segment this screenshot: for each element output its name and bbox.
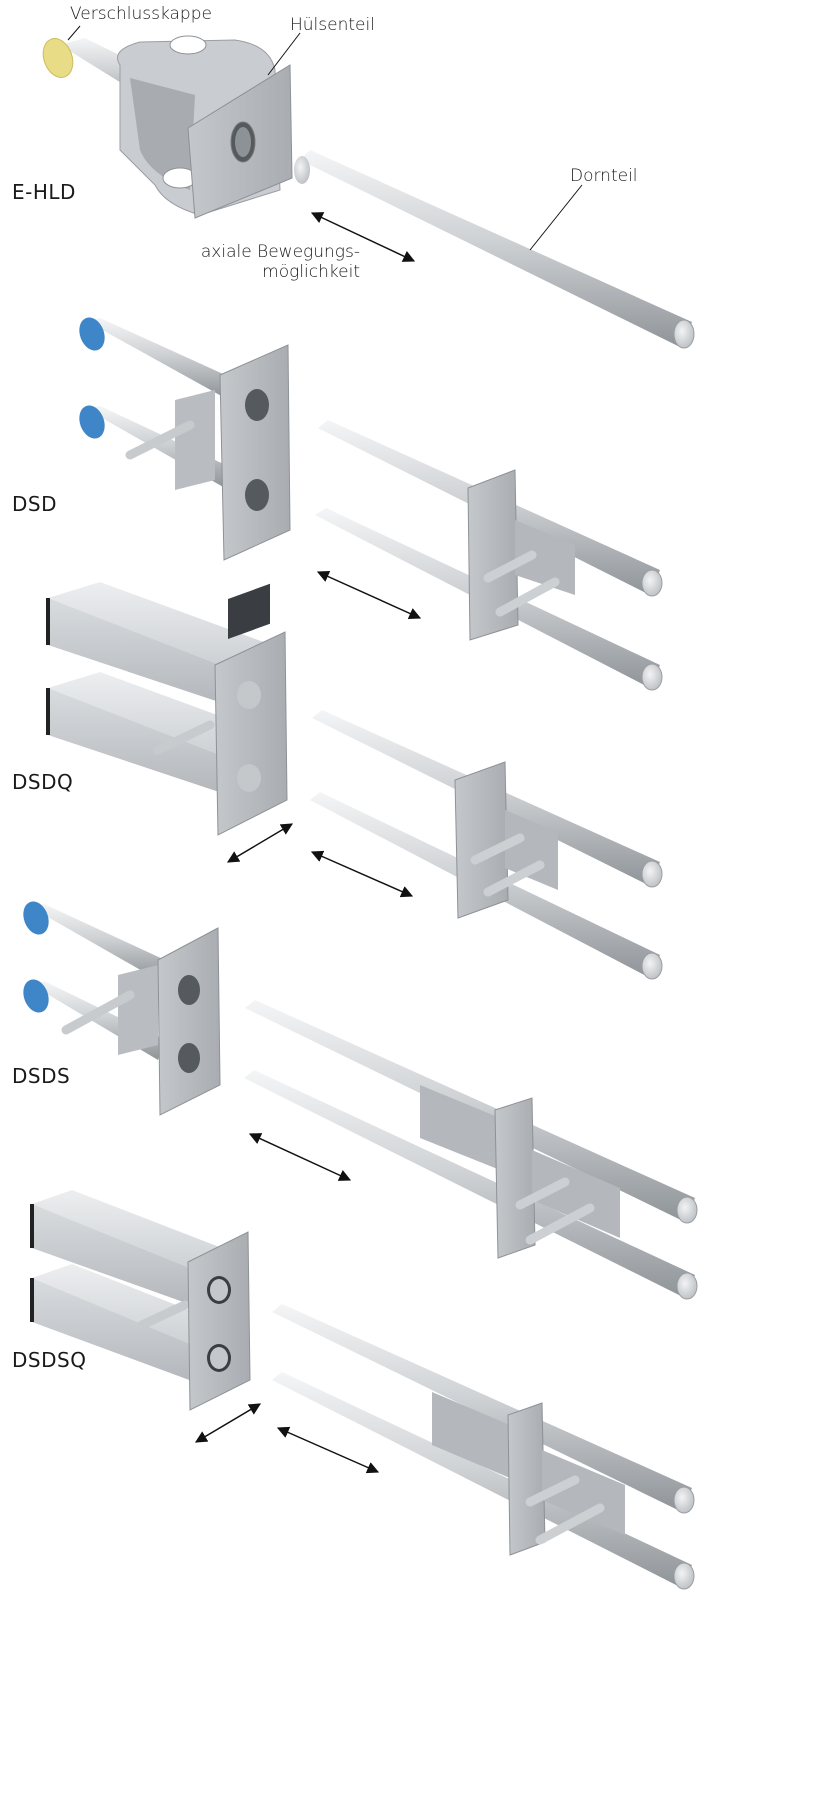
dsdq-dowel-part (310, 710, 663, 980)
ehld-movement-arrow (310, 212, 416, 262)
dsdq-movement-arrow (310, 850, 414, 898)
ehld-dowel (294, 150, 695, 349)
dsds-movement-arrow (248, 1133, 352, 1181)
dsdq-lateral-arrow (226, 823, 294, 863)
dsds-assembly (23, 901, 698, 1300)
dsdsq-sleeve-part (30, 1190, 251, 1411)
ehld-cap (42, 38, 74, 78)
dsdsq-lateral-arrow (194, 1403, 262, 1443)
dsd-movement-arrow (316, 570, 422, 620)
product-label-dsds: DSDS (12, 1064, 71, 1088)
ehld-assembly (42, 25, 695, 349)
cap-leader (67, 25, 81, 41)
dsdsq-movement-arrow (276, 1426, 380, 1474)
dsdq-sleeve-part (46, 582, 288, 836)
ehld-flange (187, 64, 293, 219)
dsds-sleeve-part (23, 901, 221, 1116)
dsdq-opening-top (228, 583, 270, 640)
label-dowel: Dornteil (570, 166, 638, 186)
product-label-dsdq: DSDQ (12, 770, 74, 794)
product-label-dsdsq: DSDSQ (12, 1348, 87, 1372)
dsdsq-assembly (30, 1190, 695, 1590)
dsd-cap-top (79, 317, 105, 351)
label-cap: Verschlusskappe (70, 4, 212, 24)
dsdsq-dowel-part (272, 1304, 695, 1590)
product-label-ehld: E-HLD (12, 180, 76, 204)
dsd-cap-bottom (79, 405, 105, 439)
dsd-sleeve-part (79, 317, 291, 561)
product-label-dsd: DSD (12, 492, 57, 516)
dsd-assembly (79, 317, 663, 691)
dowel-leader (529, 184, 583, 251)
dsdq-assembly (46, 582, 663, 980)
label-axial-line2: möglichkeit (262, 262, 360, 282)
dsds-cap-top (23, 901, 49, 935)
dsd-dowel-part (315, 420, 663, 691)
dsds-dowel-part (244, 1000, 698, 1300)
label-axial-line1: axiale Bewegungs- (200, 242, 360, 262)
label-sleeve: Hülsenteil (290, 15, 375, 35)
dsds-cap-bottom (23, 979, 49, 1013)
sleeve-leader (267, 32, 301, 76)
